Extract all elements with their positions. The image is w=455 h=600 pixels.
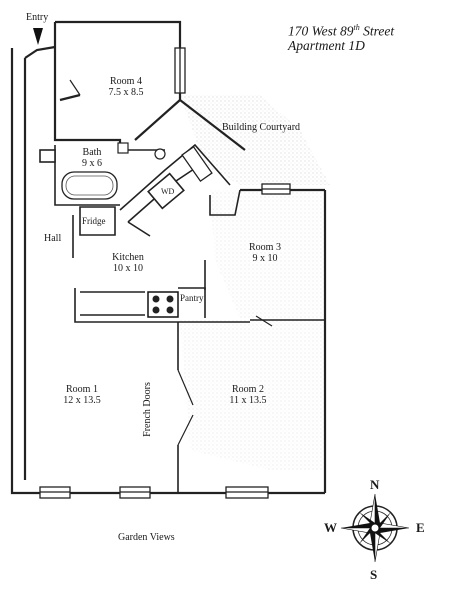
bath-name: Bath	[82, 147, 102, 158]
room-4-name: Room 4	[110, 76, 142, 87]
room-3-label: Room 3 9 x 10	[240, 242, 290, 264]
room-3-name: Room 3	[249, 242, 281, 253]
room-4-label: Room 4 7.5 x 8.5	[98, 76, 154, 98]
french-doors-label: French Doors	[141, 382, 153, 437]
toilet-icon	[154, 148, 166, 160]
compass-west-label: W	[324, 520, 337, 535]
page-title: 170 West 89th Street	[288, 23, 395, 39]
courtyard-shading	[180, 95, 330, 470]
courtyard-label: Building Courtyard	[222, 122, 301, 133]
interior-walls	[39, 143, 325, 493]
room-3-size: 9 x 10	[252, 253, 278, 264]
bathtub	[61, 171, 118, 200]
room-4-size: 7.5 x 8.5	[108, 87, 144, 98]
doors	[69, 79, 273, 446]
entry-label: Entry	[26, 12, 49, 23]
kitchen-size: 10 x 10	[113, 263, 143, 274]
bath-size: 9 x 6	[82, 158, 102, 169]
room-1-size: 12 x 13.5	[63, 395, 101, 406]
compass-north-label: N	[370, 477, 380, 492]
kitchen-label: Kitchen 10 x 10	[98, 252, 158, 274]
exterior-walls	[10, 20, 327, 495]
fridge-label: Fridge	[82, 216, 106, 226]
room-1-name: Room 1	[66, 384, 98, 395]
wd-label: WD	[161, 187, 175, 196]
room-2-name: Room 2	[232, 384, 264, 395]
page-subtitle: Apartment 1D	[288, 38, 365, 53]
entry-arrow-icon	[33, 28, 43, 45]
compass-south-label: S	[370, 567, 378, 582]
compass-east-label: E	[416, 520, 425, 535]
stove-icon	[147, 291, 179, 318]
bath-label: Bath 9 x 6	[68, 147, 116, 169]
sink-icon	[117, 142, 129, 154]
windows	[39, 47, 291, 499]
compass-rose-icon	[340, 493, 410, 563]
garden-views-label: Garden Views	[118, 532, 175, 543]
room-1-label: Room 1 12 x 13.5	[52, 384, 112, 406]
pantry-label: Pantry	[180, 293, 204, 303]
room-2-size: 11 x 13.5	[229, 395, 267, 406]
kitchen-name: Kitchen	[112, 252, 144, 263]
room-2-label: Room 2 11 x 13.5	[218, 384, 278, 406]
hall-label: Hall	[44, 233, 62, 244]
